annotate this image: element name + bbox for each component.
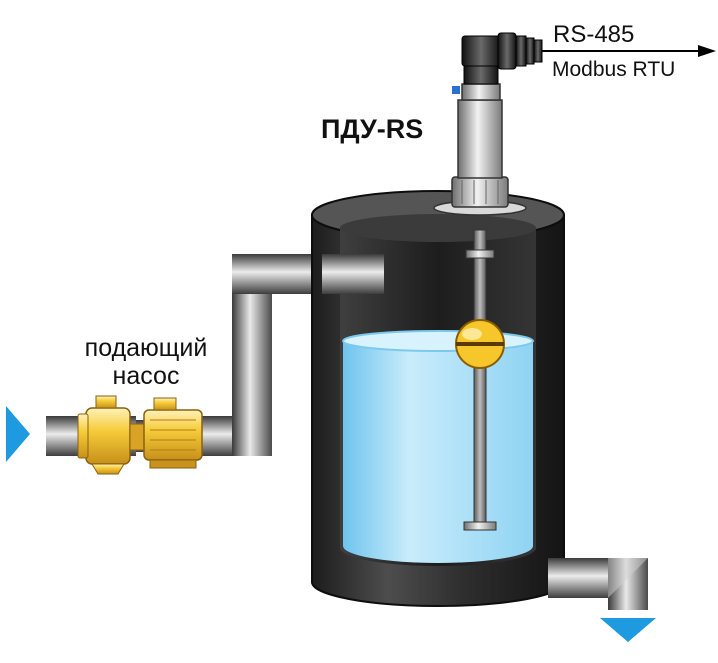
water [343, 341, 533, 563]
signal-label-top: RS-485 [553, 21, 634, 48]
tank [311, 190, 565, 607]
signal-arrow [542, 45, 716, 57]
signal-label-bottom: Modbus RTU [552, 58, 675, 81]
outlet-pipe [548, 558, 648, 610]
pump [77, 395, 203, 475]
float-rod [463, 229, 497, 531]
triangle-down-icon [600, 618, 656, 642]
float [455, 319, 505, 369]
arrow-right-icon [698, 45, 716, 57]
level-sensor [433, 32, 543, 216]
pump-label-line2: насос [113, 362, 180, 390]
sensor-label: ПДУ-RS [321, 114, 423, 144]
pump-label-line1: подающий [85, 334, 208, 362]
triangle-right-icon [6, 406, 30, 462]
